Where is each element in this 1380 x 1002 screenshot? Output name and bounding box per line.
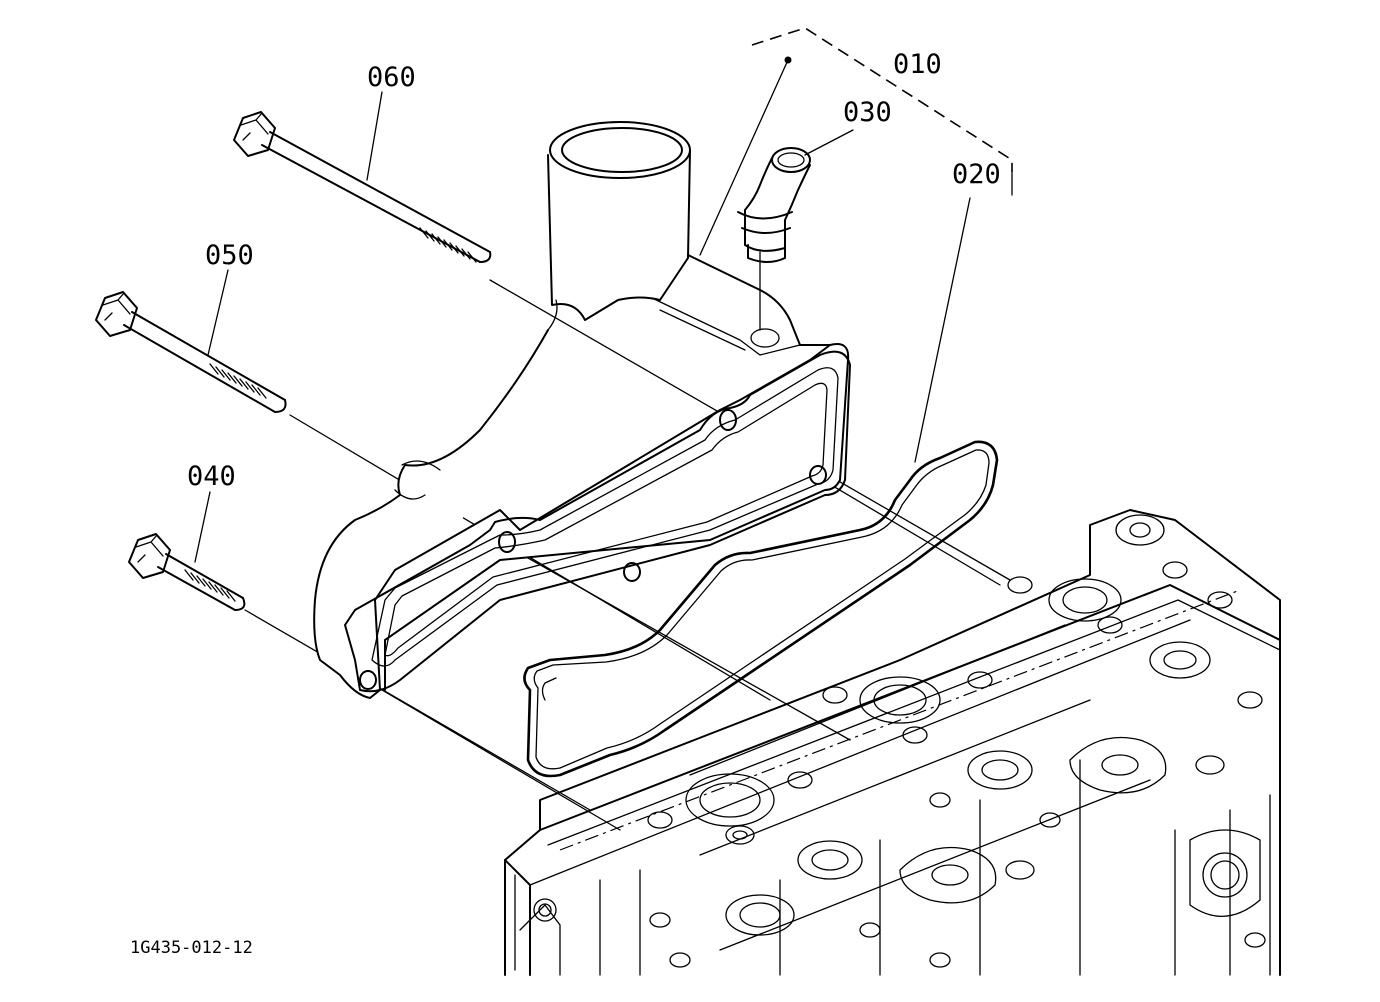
bolt-040 — [128, 533, 246, 611]
cylinder-head — [504, 509, 1281, 976]
label-050: 050 — [205, 240, 254, 271]
gasket-020 — [523, 440, 999, 778]
leader-lines — [194, 27, 1013, 563]
label-040: 040 — [187, 461, 236, 492]
pipe-030 — [737, 147, 811, 263]
label-020: 020 — [952, 159, 1001, 190]
figure-code: 1G435-012-12 — [130, 938, 253, 958]
bolt-060 — [233, 111, 492, 263]
label-010: 010 — [893, 49, 942, 80]
label-030: 030 — [843, 97, 892, 128]
bolt-050 — [95, 291, 287, 413]
label-060: 060 — [367, 62, 416, 93]
water-flange-010 — [313, 121, 851, 699]
head-bosses — [647, 514, 1266, 968]
